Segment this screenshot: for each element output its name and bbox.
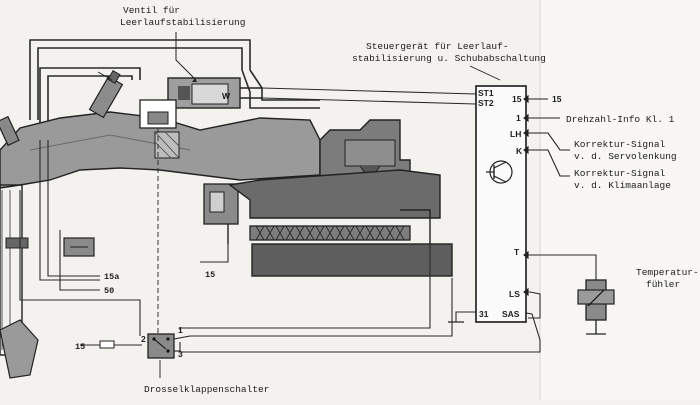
idle-valve-mark: W	[222, 91, 231, 101]
bypass-hose-inner	[37, 47, 243, 120]
ecu-pin-k: K	[516, 146, 523, 156]
ac-signal-line1: Korrektur-Signal	[574, 168, 666, 179]
map-sensor	[63, 237, 95, 257]
gasket-pattern	[255, 225, 405, 241]
injector	[88, 69, 124, 119]
idle-valve: W	[167, 77, 262, 109]
wire-label-50: 50	[104, 286, 114, 296]
ecu-pin-ls: LS	[509, 289, 520, 299]
ecu-pin-1: 1	[516, 113, 521, 123]
ecu-pin-sas: SAS	[502, 309, 520, 319]
power-steering-line2: v. d. Servolenkung	[574, 151, 677, 162]
switch-pin-1: 1	[178, 325, 183, 335]
switch-pin-2: 2	[141, 334, 146, 344]
ecu-title-line1: Steuergerät für Leerlauf-	[366, 41, 509, 52]
ac-signal-line2: v. d. Klimaanlage	[574, 180, 671, 191]
ecu-unit	[475, 85, 527, 323]
ecu-pin-lh: LH	[510, 129, 521, 139]
left-sensors	[0, 115, 39, 379]
air-hoses	[29, 39, 320, 140]
ecu-pin-st2: ST2	[478, 98, 494, 108]
wire-label-15a: 15a	[104, 272, 119, 282]
bypass-hose-outer	[29, 39, 251, 120]
ecu-pin-st1: ST1	[478, 88, 494, 98]
signal-wires	[19, 87, 597, 353]
engine-block	[228, 169, 453, 277]
paper-right-margin	[540, 0, 700, 400]
labels: Ventil für Leerlaufstabilisierung Steuer…	[120, 5, 699, 395]
throttle-switch	[147, 333, 191, 359]
ecu-pin-t: T	[514, 247, 520, 257]
ecu-ext-15-label: 15	[552, 94, 562, 104]
intake-manifold	[0, 111, 321, 189]
aux-valve	[139, 99, 177, 340]
idle-valve-title-line2: Leerlaufstabilisierung	[120, 17, 245, 28]
rpm-info-label: Drehzahl-Info Kl. 1	[566, 114, 675, 125]
ecu-pin-15: 15	[512, 94, 522, 104]
wire-label-15-mid: 15	[205, 270, 215, 280]
ecu-box	[475, 85, 527, 323]
valve-pointer	[175, 32, 197, 81]
temperature-sensor	[577, 279, 615, 335]
ecu-pointer	[469, 65, 501, 81]
idle-valve-title-line1: Ventil für	[123, 5, 180, 16]
temp-sensor-line1: Temperatur-	[636, 267, 699, 278]
ecu-input-arrows	[523, 94, 570, 297]
power-steering-line1: Korrektur-Signal	[574, 139, 666, 150]
fuse-symbol	[99, 340, 115, 349]
ecu-pin-31: 31	[479, 309, 489, 319]
ecu-title-line2: stabilisierung u. Schubabschaltung	[352, 53, 546, 64]
throttle-assembly	[203, 183, 239, 244]
wire-label-15-left: 15	[75, 342, 85, 352]
switch-pin-3: 3	[178, 349, 183, 359]
temp-sensor-line2: fühler	[646, 279, 680, 290]
throttle-switch-label: Drosselklappenschalter	[144, 384, 269, 395]
